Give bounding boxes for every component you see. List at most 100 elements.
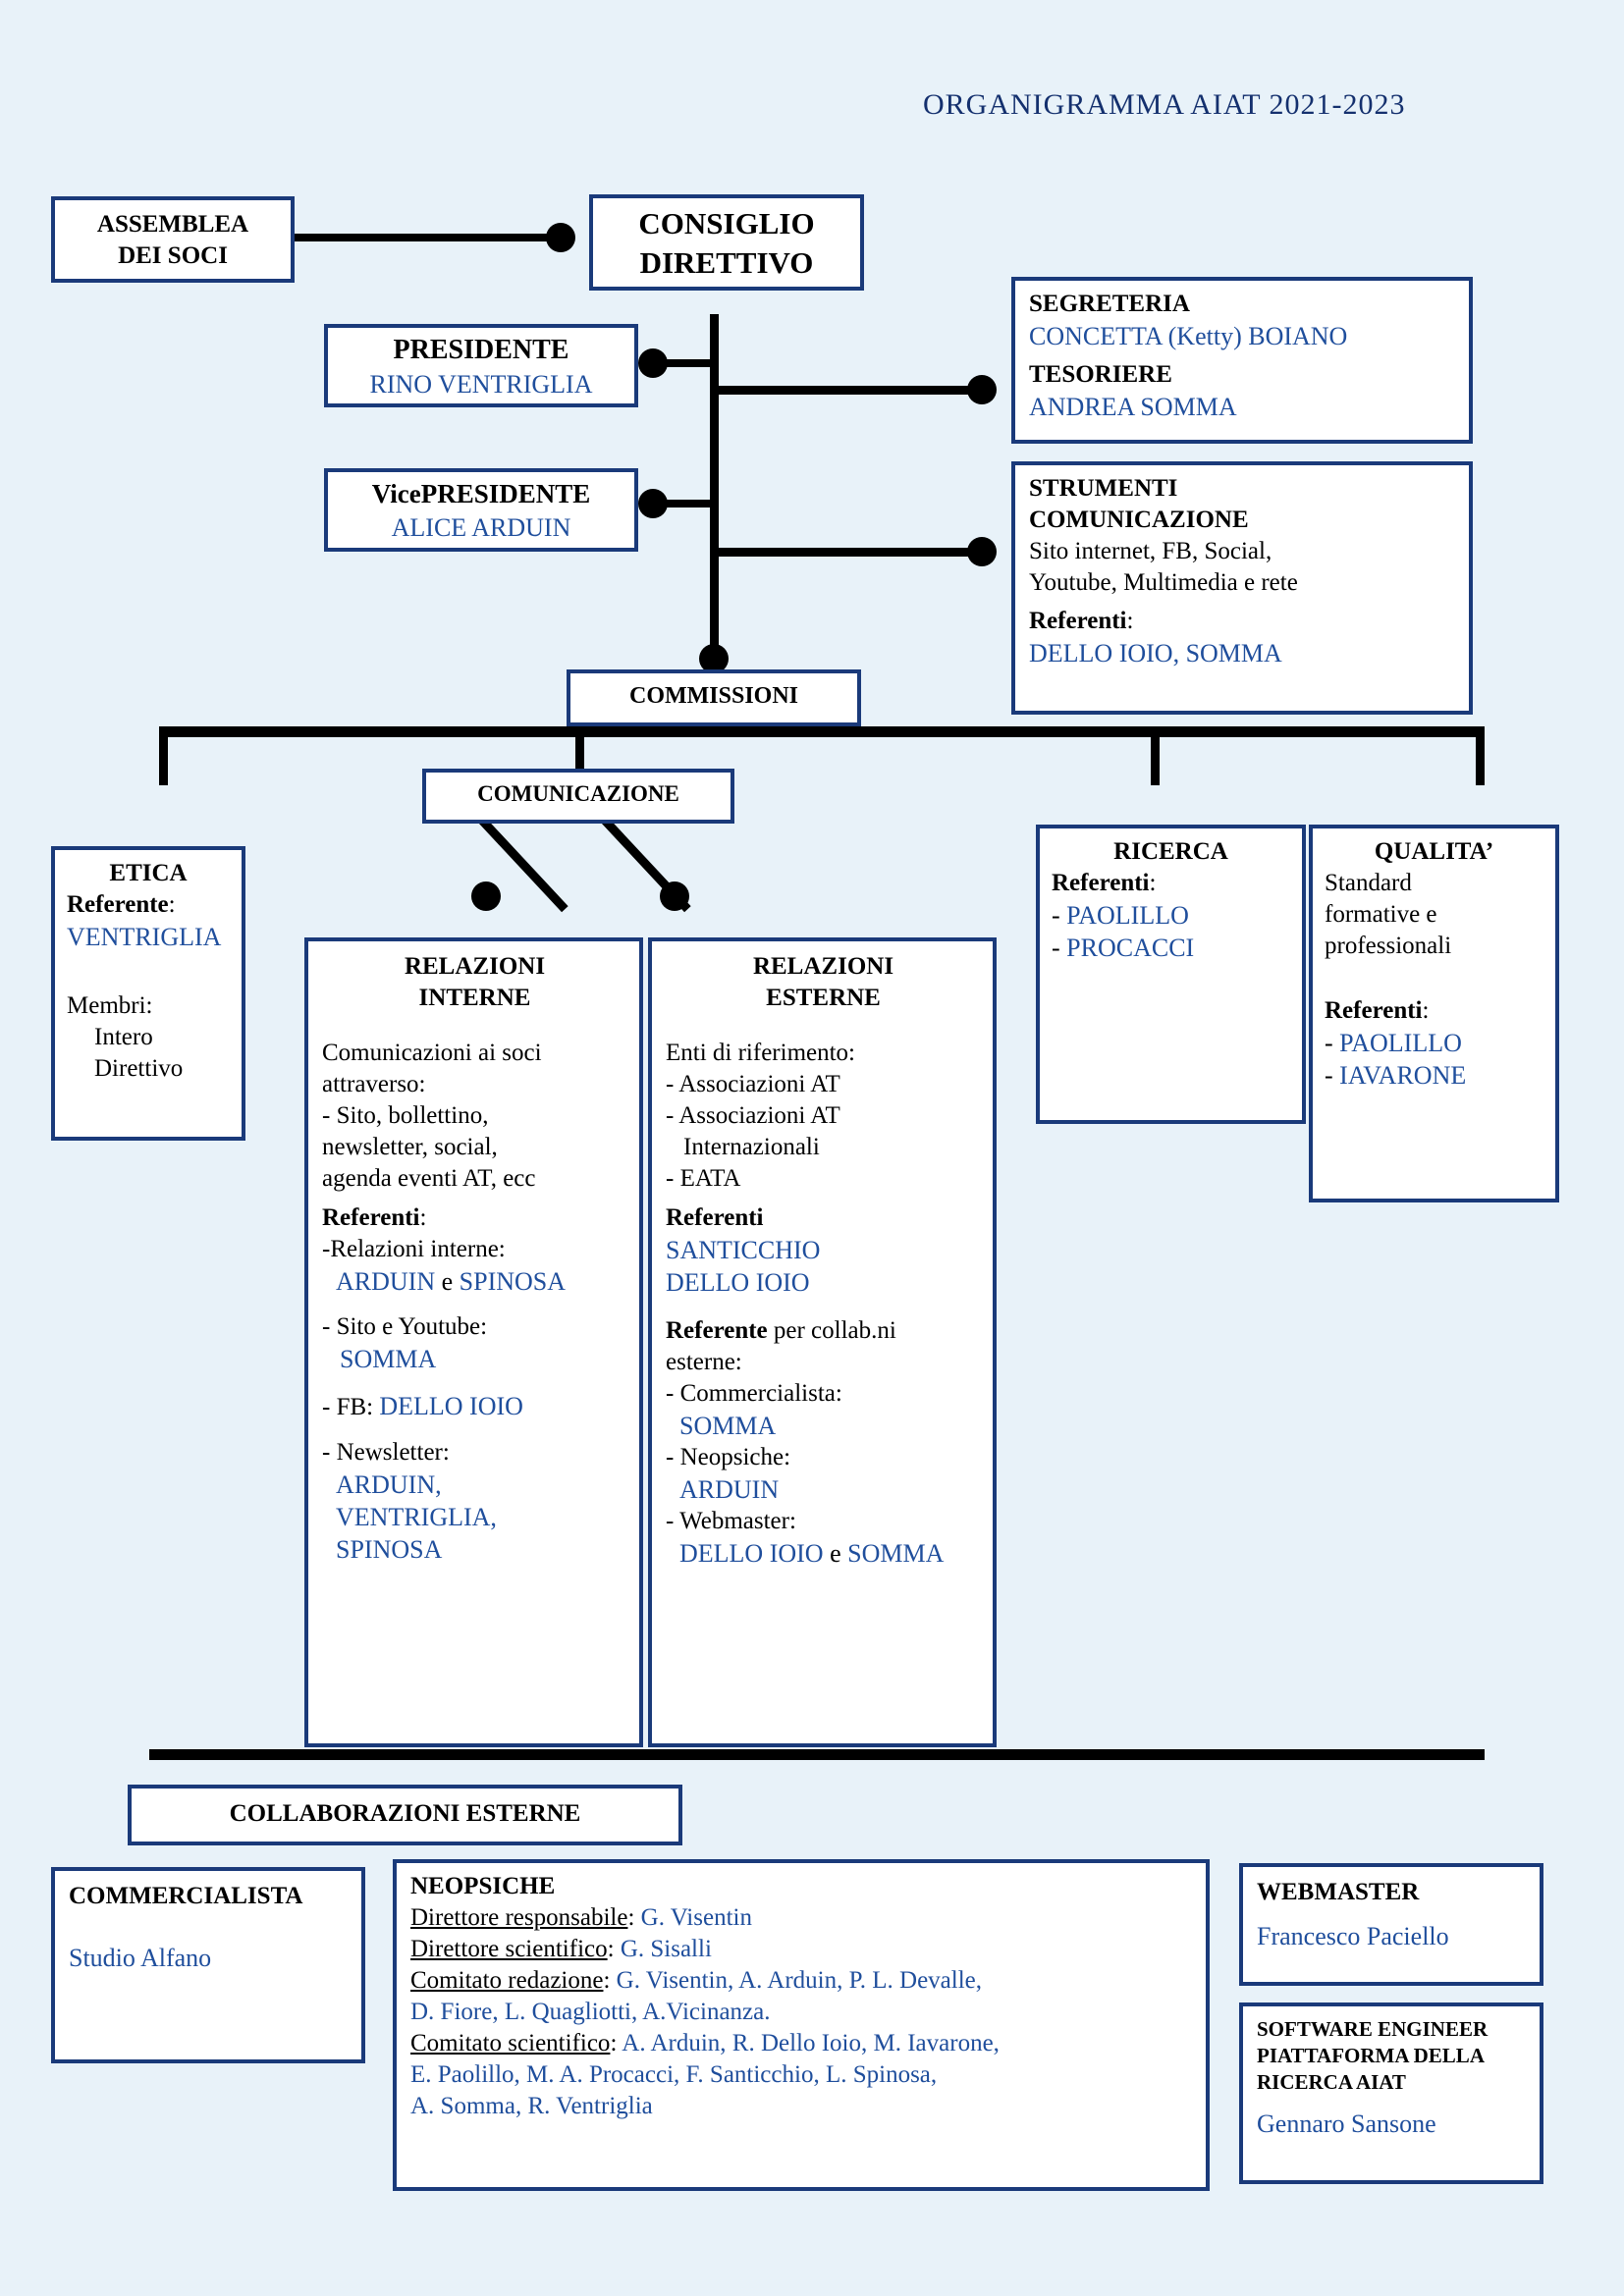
node-commercialista[interactable]: COMMERCIALISTA Studio Alfano bbox=[51, 1867, 365, 2063]
relazioni-esterne-ref-person-1: SANTICCHIO bbox=[666, 1236, 821, 1264]
node-relazioni-esterne[interactable]: RELAZIONI ESTERNE Enti di riferimento: -… bbox=[648, 937, 997, 1747]
node-neopsiche[interactable]: NEOPSICHE Direttore responsabile: G. Vis… bbox=[393, 1859, 1210, 2191]
node-presidente[interactable]: PRESIDENTE RINO VENTRIGLIA bbox=[324, 324, 638, 407]
qualita-bullet-1: - bbox=[1325, 1029, 1340, 1057]
qualita-referenti-label: Referenti bbox=[1325, 997, 1423, 1024]
node-collaborazioni-esterne[interactable]: COLLABORAZIONI ESTERNE bbox=[128, 1785, 682, 1845]
relazioni-interne-title-1: RELAZIONI bbox=[404, 953, 546, 980]
node-ricerca[interactable]: RICERCA Referenti: - PAOLILLO - PROCACCI bbox=[1036, 825, 1306, 1124]
relazioni-esterne-referenti-label: Referenti bbox=[666, 1204, 764, 1231]
node-qualita[interactable]: QUALITA’ Standard formative e profession… bbox=[1309, 825, 1559, 1202]
relazioni-interne-item1-person-b: SPINOSA bbox=[459, 1267, 567, 1296]
node-software-engineer[interactable]: SOFTWARE ENGINEER PIATTAFORMA DELLA RICE… bbox=[1239, 2002, 1543, 2184]
qualita-bullet-2: - bbox=[1325, 1061, 1340, 1091]
etica-colon: : bbox=[168, 891, 176, 918]
relazioni-esterne-c3-person-b: SOMMA bbox=[847, 1539, 945, 1569]
node-segreteria-tesoriere[interactable]: SEGRETERIA CONCETTA (Ketty) BOIANO TESOR… bbox=[1011, 277, 1473, 444]
relazioni-interne-item1-person-a: ARDUIN bbox=[336, 1267, 436, 1296]
relazioni-interne-title-2: INTERNE bbox=[418, 985, 531, 1011]
connector-dot-relazioni-esterne bbox=[660, 881, 689, 911]
node-assemblea-dei-soci[interactable]: ASSEMBLEA DEI SOCI bbox=[51, 196, 295, 283]
node-vicepresidente[interactable]: VicePRESIDENTE ALICE ARDUIN bbox=[324, 468, 638, 552]
relazioni-interne-colon: : bbox=[419, 1204, 427, 1231]
connector-dot-segreteria bbox=[967, 375, 997, 404]
relazioni-esterne-title-1: RELAZIONI bbox=[752, 953, 894, 980]
connector-bracket-drop-ricerca bbox=[1151, 726, 1160, 785]
connector-dot-strumenti bbox=[967, 537, 997, 566]
connector-vicepresidente-stub bbox=[648, 500, 715, 507]
comunicazione-label: COMUNICAZIONE bbox=[477, 781, 679, 806]
node-comunicazione[interactable]: COMUNICAZIONE bbox=[422, 769, 734, 824]
relazioni-interne-item3-person: DELLO IOIO bbox=[379, 1391, 523, 1420]
software-engineer-person: Gennaro Sansone bbox=[1257, 2109, 1436, 2138]
qualita-person-2: IAVARONE bbox=[1339, 1061, 1467, 1091]
software-engineer-title-3: RICERCA AIAT bbox=[1257, 2069, 1406, 2094]
connector-dot-relazioni-interne bbox=[471, 881, 501, 911]
ricerca-colon: : bbox=[1149, 870, 1157, 896]
relazioni-esterne-p2: - Associazioni AT bbox=[666, 1071, 840, 1097]
software-engineer-title-2: PIATTAFORMA DELLA bbox=[1257, 2043, 1485, 2067]
ricerca-person-2: PROCACCI bbox=[1066, 934, 1195, 963]
node-relazioni-interne[interactable]: RELAZIONI INTERNE Comunicazioni ai soci … bbox=[304, 937, 643, 1747]
node-consiglio-direttivo[interactable]: CONSIGLIO DIRETTIVO bbox=[589, 194, 864, 291]
neopsiche-row1-colon: : bbox=[627, 1904, 641, 1931]
neopsiche-row1-label: Direttore responsabile bbox=[410, 1904, 628, 1931]
relazioni-interne-item1-label: -Relazioni interne: bbox=[322, 1236, 506, 1262]
connector-dot-presidente bbox=[638, 348, 668, 378]
etica-membri-line-2: Direttivo bbox=[94, 1055, 184, 1083]
relazioni-esterne-c3-label: - Webmaster: bbox=[666, 1508, 796, 1535]
neopsiche-row3-colon: : bbox=[603, 1967, 617, 1994]
tesoriere-role: TESORIERE bbox=[1029, 361, 1172, 389]
etica-referente-label: Referente bbox=[67, 891, 169, 918]
qualita-desc-1: Standard bbox=[1325, 870, 1412, 896]
relazioni-esterne-collab-line-2: esterne: bbox=[666, 1348, 742, 1375]
connector-bracket-horizontal bbox=[159, 726, 1485, 737]
connector-strumenti-arm bbox=[715, 548, 980, 557]
node-etica[interactable]: ETICA Referente: VENTRIGLIA Membri: Inte… bbox=[51, 846, 245, 1141]
ricerca-bullet-2: - bbox=[1052, 934, 1067, 963]
neopsiche-row4-label: Comitato scientifico bbox=[410, 2030, 611, 2056]
neopsiche-row4-people-line-2: E. Paolillo, M. A. Procacci, F. Santicch… bbox=[410, 2061, 938, 2088]
node-strumenti-comunicazione[interactable]: STRUMENTI COMUNICAZIONE Sito internet, F… bbox=[1011, 461, 1473, 715]
connector-spine-vertical bbox=[710, 314, 719, 672]
strumenti-desc-2: Youtube, Multimedia e rete bbox=[1029, 569, 1298, 596]
vicepresidente-role: VicePRESIDENTE bbox=[371, 479, 591, 508]
qualita-title: QUALITA’ bbox=[1374, 838, 1494, 865]
etica-title: ETICA bbox=[109, 860, 188, 886]
neopsiche-row4-people-line-3: A. Somma, R. Ventriglia bbox=[410, 2093, 653, 2119]
relazioni-esterne-c3-person-a: DELLO IOIO bbox=[679, 1539, 824, 1569]
connector-collaborazioni-bar bbox=[149, 1749, 1485, 1760]
software-engineer-title-1: SOFTWARE ENGINEER bbox=[1257, 2017, 1489, 2041]
connector-dot-consiglio-left bbox=[546, 223, 575, 252]
qualita-desc-3: professionali bbox=[1325, 933, 1452, 959]
relazioni-esterne-c1-person: SOMMA bbox=[679, 1411, 777, 1440]
strumenti-title-2: COMUNICAZIONE bbox=[1029, 507, 1249, 533]
neopsiche-row3-people-line-2: D. Fiore, L. Quagliotti, A.Vicinanza. bbox=[410, 1999, 771, 2025]
commercialista-person: Studio Alfano bbox=[69, 1944, 212, 1972]
neopsiche-row2-label: Direttore scientifico bbox=[410, 1936, 608, 1962]
strumenti-title-1: STRUMENTI bbox=[1029, 475, 1178, 502]
relazioni-esterne-p1: Enti di riferimento: bbox=[666, 1040, 856, 1066]
relazioni-interne-item2-label: - Sito e Youtube: bbox=[322, 1313, 488, 1341]
relazioni-esterne-title-2: ESTERNE bbox=[766, 985, 881, 1011]
neopsiche-row3-people-line-1: G. Visentin, A. Arduin, P. L. Devalle, bbox=[616, 1967, 982, 1994]
strumenti-referenti-people: DELLO IOIO, SOMMA bbox=[1029, 639, 1282, 667]
relazioni-esterne-ref-person-2: DELLO IOIO bbox=[666, 1268, 810, 1298]
ricerca-title: RICERCA bbox=[1113, 838, 1228, 865]
ricerca-bullet-1: - bbox=[1052, 901, 1067, 930]
connector-segreteria-arm bbox=[715, 386, 980, 395]
relazioni-esterne-p3: - Associazioni AT bbox=[666, 1102, 840, 1129]
node-webmaster[interactable]: WEBMASTER Francesco Paciello bbox=[1239, 1863, 1543, 1986]
neopsiche-row4-people-line-1: A. Arduin, R. Dello Ioio, M. Iavarone, bbox=[622, 2030, 1000, 2056]
page-title: ORGANIGRAMMA AIAT 2021-2023 bbox=[923, 88, 1406, 121]
strumenti-referenti-label: Referenti bbox=[1029, 608, 1127, 634]
segreteria-person: CONCETTA (Ketty) BOIANO bbox=[1029, 322, 1348, 350]
relazioni-interne-item4-label: - Newsletter: bbox=[322, 1438, 450, 1466]
tesoriere-person: ANDREA SOMMA bbox=[1029, 393, 1237, 422]
relazioni-esterne-c1-label: - Commercialista: bbox=[666, 1379, 842, 1407]
connector-presidente-stub bbox=[648, 359, 715, 367]
consiglio-line-2: DIRETTIVO bbox=[639, 244, 814, 280]
relazioni-esterne-p4: Internazionali bbox=[683, 1134, 820, 1160]
neopsiche-title: NEOPSICHE bbox=[410, 1873, 556, 1899]
node-commissioni[interactable]: COMMISSIONI bbox=[567, 669, 861, 726]
